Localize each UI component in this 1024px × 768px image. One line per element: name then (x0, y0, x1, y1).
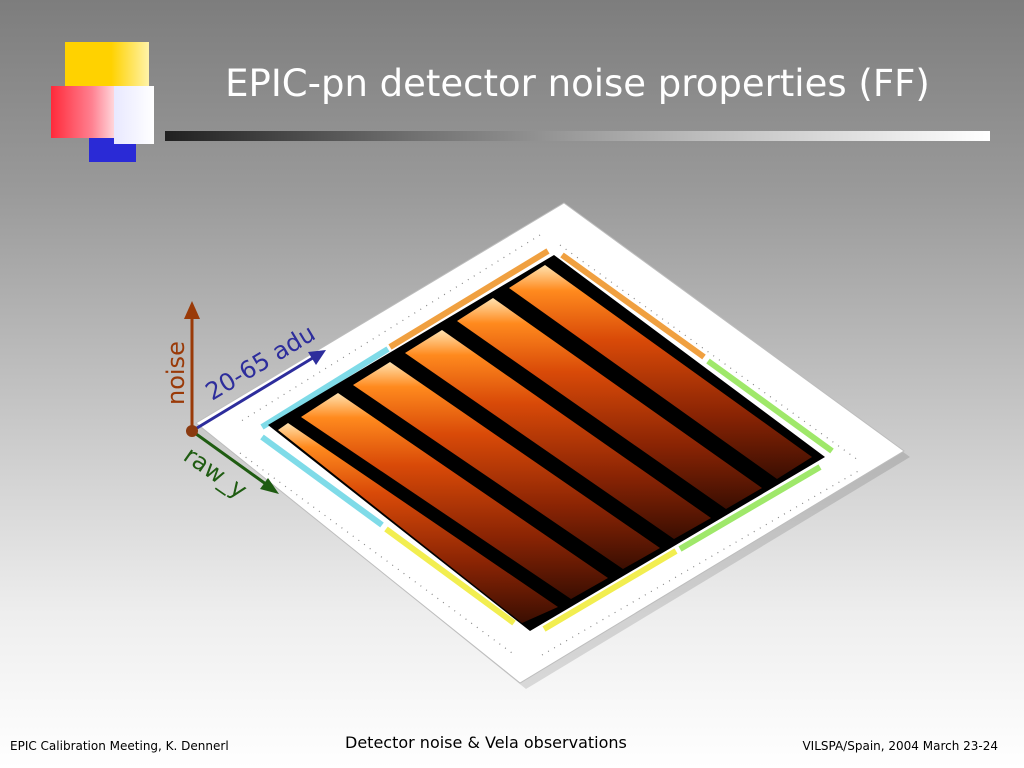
title-rule (165, 131, 990, 141)
footer-venue-date: VILSPA/Spain, 2004 March 23-24 (802, 739, 998, 753)
color-bar-cyan-lower (260, 434, 384, 528)
ccd-strip-1 (509, 265, 812, 479)
color-bar-green-bottom (678, 464, 822, 552)
color-bar-orange (388, 248, 550, 350)
axis-noise-label: noise (162, 341, 190, 405)
axis-range-arrowhead (308, 350, 326, 365)
axis-noise-arrowhead (184, 301, 200, 319)
detector-noise-figure: noise 20-65 adu raw_y (162, 202, 910, 689)
ccd-strip-4 (353, 362, 660, 569)
color-bar-yellow (384, 526, 516, 626)
color-bar-green-right (706, 358, 834, 454)
footer-meeting: EPIC Calibration Meeting, K. Dennerl (10, 739, 229, 753)
axis-rawy-arrowhead (260, 478, 279, 494)
ccd-strip-6 (278, 423, 558, 623)
color-bar-cyan (260, 346, 390, 430)
scale-bottom-left (239, 452, 513, 654)
axis-rawy-line (191, 429, 271, 489)
logo-red-square (51, 86, 125, 138)
ccd-array (268, 255, 825, 631)
axis-origin (186, 425, 198, 437)
corner-logo (0, 0, 170, 170)
axis-noise: noise (162, 301, 200, 431)
ccd-strip-3 (405, 330, 711, 539)
color-bar-orange-right (560, 252, 706, 360)
ccd-strip-5 (301, 393, 608, 599)
axis-range-line (191, 354, 317, 433)
footer-topic: Detector noise & Vela observations (345, 733, 627, 752)
logo-white-square (114, 86, 154, 144)
slide-title: EPIC-pn detector noise properties (FF) (225, 62, 930, 105)
color-bar-yellow-bottom (542, 548, 678, 632)
ccd-strip-2 (457, 298, 762, 509)
